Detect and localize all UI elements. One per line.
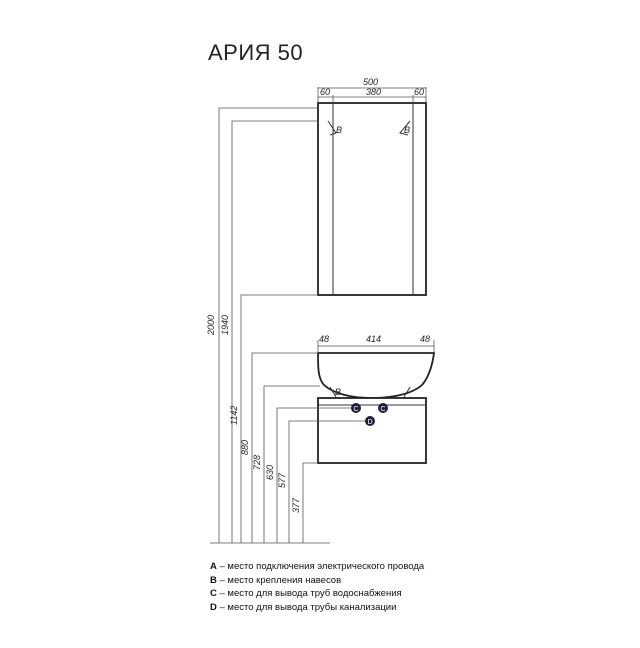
dim-line-1940 [231, 120, 318, 543]
dim-sink-side-left: 48 [319, 334, 329, 344]
drain-d-icon [365, 416, 375, 426]
sink-unit: B C C D [317, 352, 436, 464]
dim-line-630 [276, 407, 351, 543]
dim-line-728 [263, 385, 320, 543]
height-1142: 1142 [229, 406, 239, 425]
marker-b-left: B [336, 125, 342, 135]
legend-item-a: A – место подключения электрического про… [210, 560, 424, 574]
dim-cabinet-inner: 380 [366, 87, 381, 97]
legend-key-c: C [210, 588, 217, 599]
height-880: 880 [240, 440, 250, 455]
legend-text-c: – место для вывода труб водоснабжения [216, 588, 402, 599]
dim-sink-inner: 414 [366, 334, 381, 344]
dim-cabinet-total: 500 [363, 77, 378, 87]
dim-line-377 [302, 462, 318, 543]
height-labels: 2000 1940 1142 880 728 630 577 377 [206, 315, 301, 513]
sink-cabinet [317, 397, 427, 464]
pipe-c-right-icon [378, 403, 388, 413]
dim-cabinet-side-right: 60 [414, 87, 424, 97]
dim-line-880 [251, 352, 318, 543]
pipe-c-left-icon [351, 403, 361, 413]
height-dims [218, 107, 365, 543]
legend-key-d: D [210, 601, 217, 613]
height-577: 577 [277, 472, 287, 488]
cabinet-width-dims: 500 60 380 60 [317, 77, 427, 103]
legend-key-a: A [210, 561, 217, 572]
legend-text-d: – место для вывода трубы канализации [216, 601, 397, 613]
legend-item-b: B – место крепления навесов [210, 574, 424, 588]
marker-c-left: C [353, 406, 358, 413]
marker-c-right: C [380, 406, 385, 413]
marker-b-sink: B [335, 387, 341, 397]
height-1940: 1940 [220, 315, 230, 335]
height-728: 728 [252, 455, 262, 470]
dim-line-2000 [218, 107, 318, 543]
hinge-mark-sink-right [403, 386, 411, 398]
product-title: АРИЯ 50 [208, 40, 304, 65]
wall-cabinet: B B [317, 102, 427, 296]
dim-sink-side-right: 48 [420, 334, 430, 344]
height-377: 377 [291, 497, 301, 513]
legend-item-d: D – место для вывода трубы канализации [210, 601, 424, 615]
hinge-mark-right [399, 120, 411, 136]
legend-item-c: C – место для вывода труб водоснабжения [210, 587, 424, 601]
height-2000: 2000 [206, 315, 216, 336]
legend-text-b: – место крепления навесов [216, 574, 342, 586]
dim-cabinet-side-left: 60 [320, 87, 330, 97]
hinge-mark-left [327, 120, 337, 136]
dim-line-577 [288, 420, 365, 543]
marker-d: D [367, 419, 372, 426]
legend-text-a: – место подключения электрического прово… [216, 561, 425, 572]
legend-key-b: B [210, 574, 217, 586]
legend: A – место подключения электрического про… [210, 560, 424, 614]
height-630: 630 [265, 465, 275, 480]
sink-width-dims: 48 414 48 [317, 334, 435, 353]
hinge-mark-sink [329, 386, 337, 398]
dim-line-1142 [240, 294, 318, 543]
marker-b-right: B [404, 125, 410, 135]
